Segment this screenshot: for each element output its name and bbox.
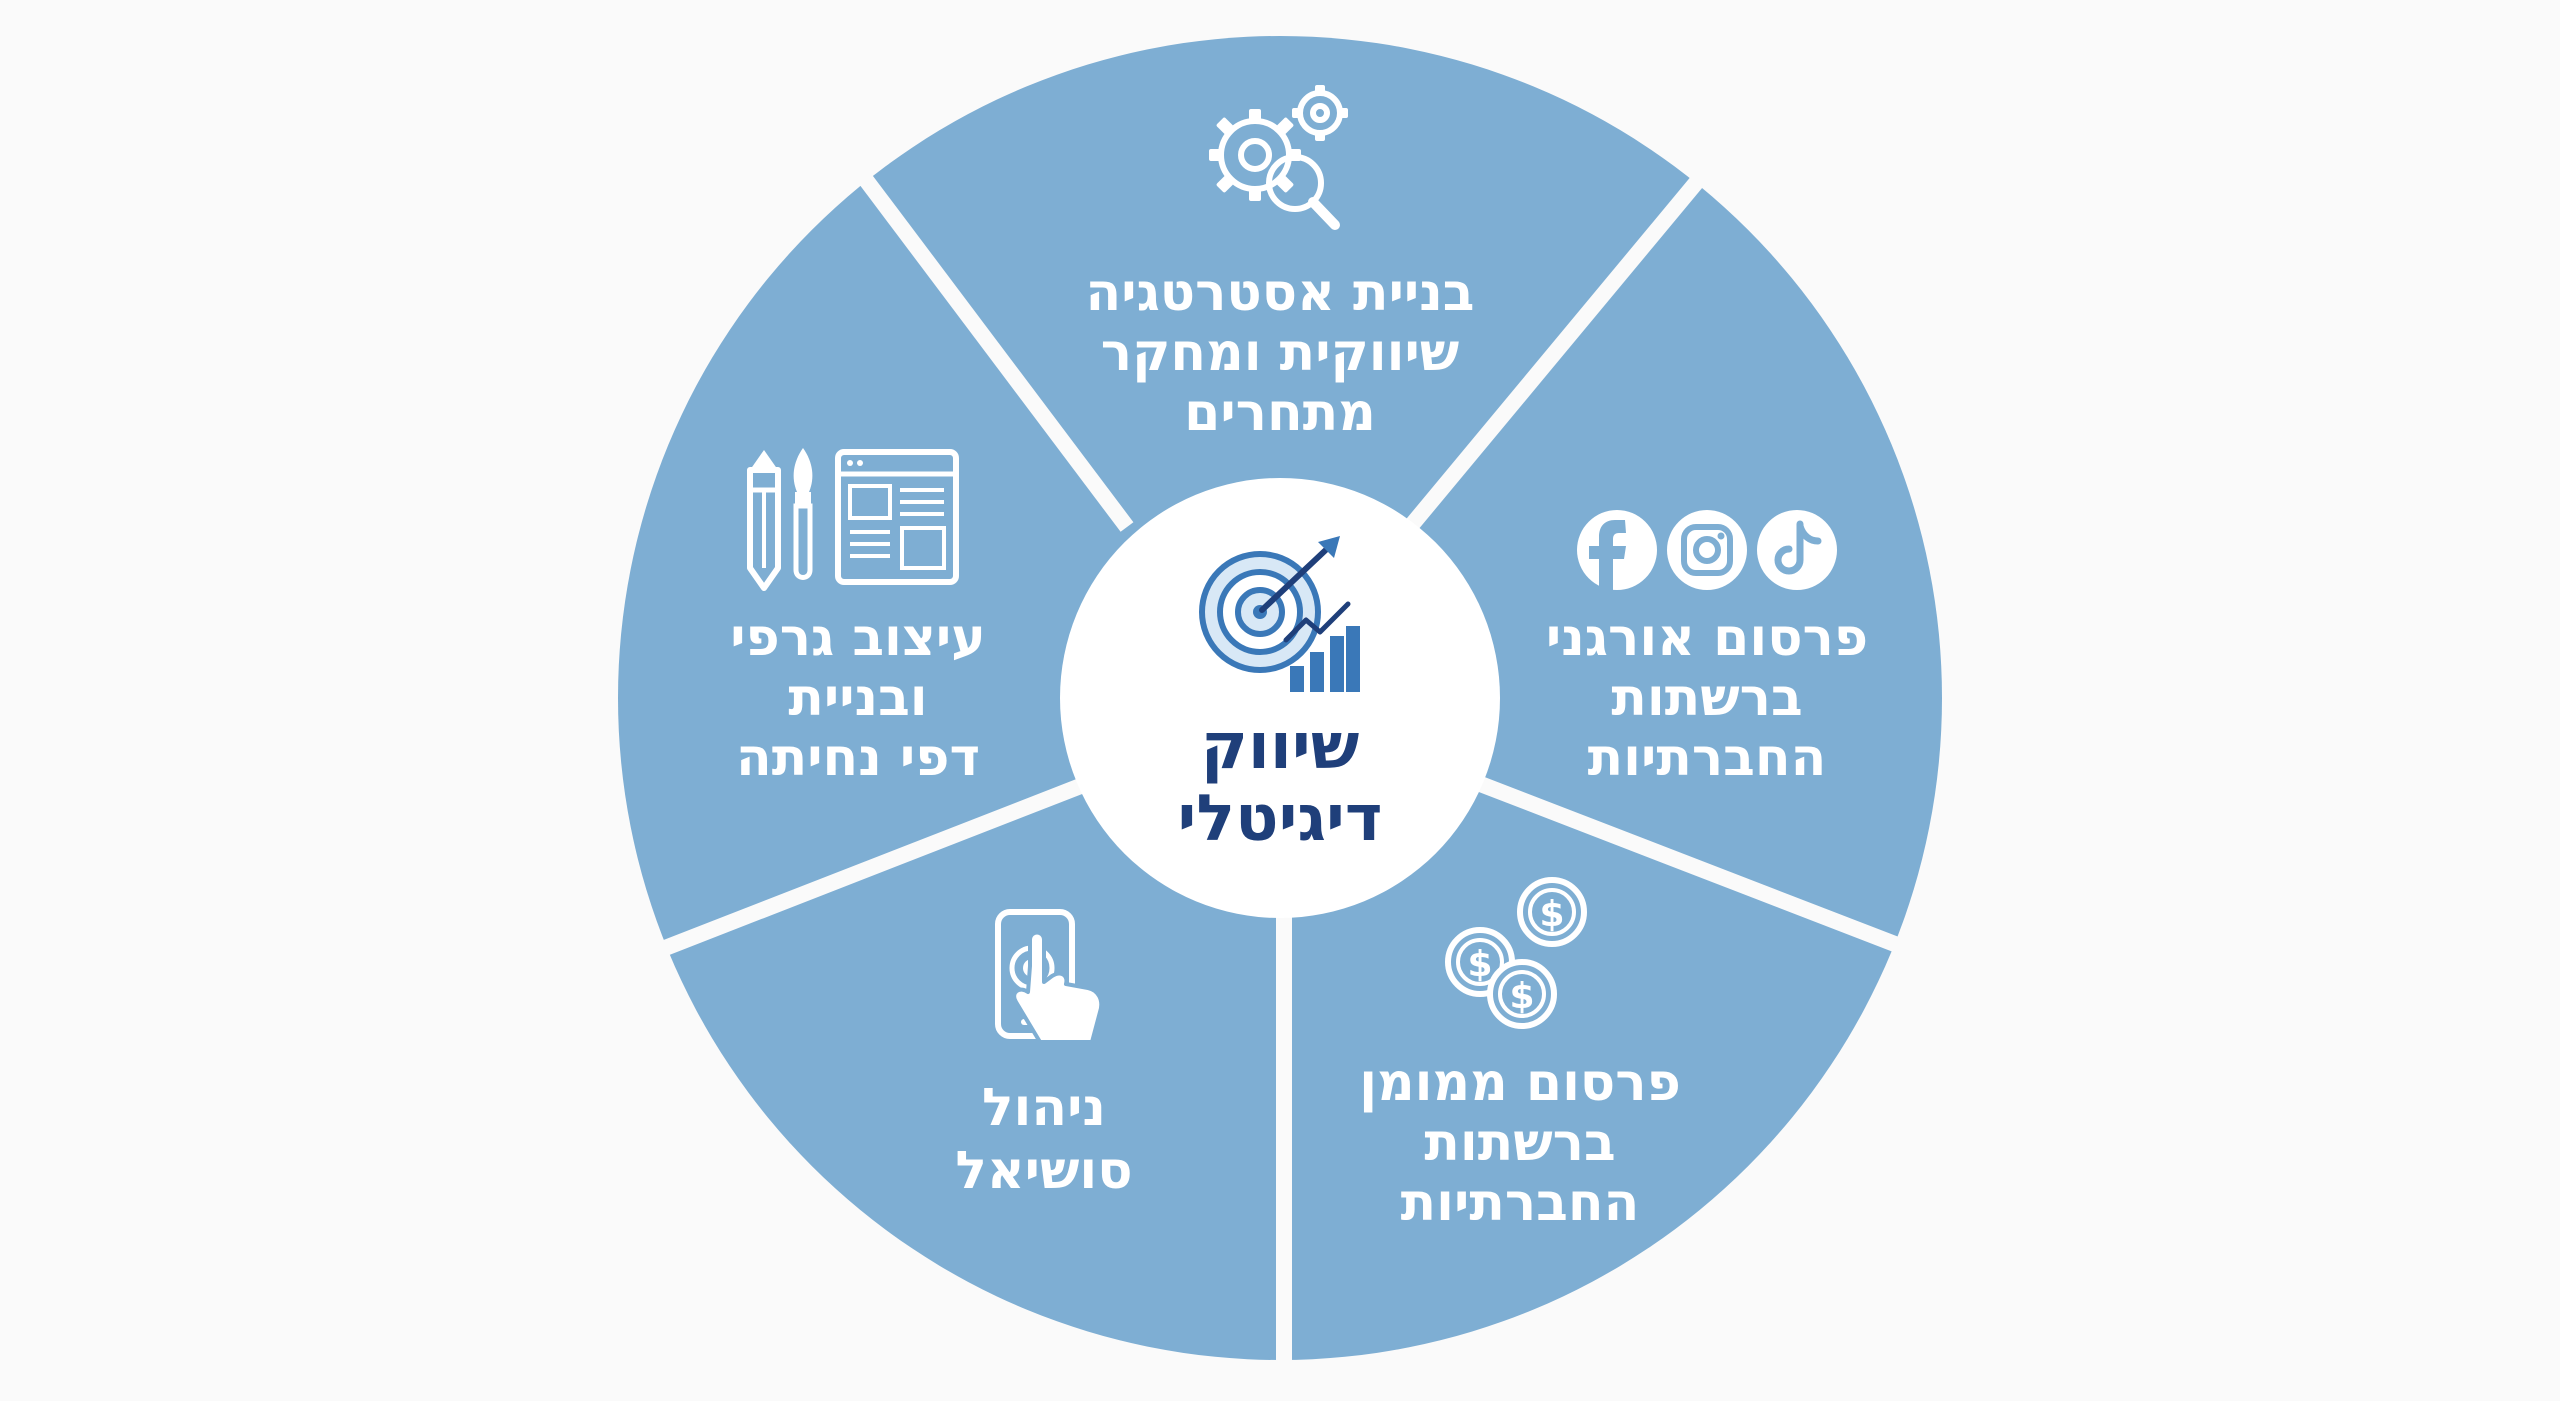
segment-organic-line2: ברשתות <box>1611 668 1802 728</box>
segment-social-line1: ניהול <box>982 1078 1106 1138</box>
segment-paid-line1: פרסום ממומן <box>1359 1053 1681 1113</box>
segment-social: ניהול סושיאל <box>955 909 1133 1201</box>
segment-organic-line1: פרסום אורגני <box>1546 608 1868 668</box>
segment-design-line3: דפי נחיתה <box>736 728 980 788</box>
separator-organic-paid <box>1467 772 1903 954</box>
coins-icon: $ $ $ <box>1445 877 1587 1029</box>
segment-paid: $ $ $ פרסום ממומן ברשתות החברתיות <box>1359 877 1681 1233</box>
segment-strategy-line2: שיווקית ומחקר <box>1101 323 1459 383</box>
segment-separators <box>657 172 1903 1372</box>
segment-paid-line2: ברשתות <box>1424 1113 1615 1173</box>
separator-social-design <box>657 772 1099 958</box>
facebook-icon <box>1577 510 1657 590</box>
coin-top: $ <box>1517 877 1587 947</box>
pencil-icon <box>747 450 781 591</box>
segment-social-line2: סושיאל <box>955 1141 1132 1201</box>
center-title-line1: שיווק <box>1201 710 1359 784</box>
segment-organic-line3: החברתיות <box>1588 728 1827 788</box>
svg-text:$: $ <box>1509 976 1534 1017</box>
svg-text:$: $ <box>1467 944 1492 985</box>
tiktok-icon <box>1757 510 1837 590</box>
design-tools-icon <box>747 448 959 591</box>
separator-strategy-organic <box>1403 172 1707 533</box>
segment-organic: פרסום אורגני ברשתות החברתיות <box>1546 510 1868 788</box>
webpage-layout-icon <box>835 449 959 585</box>
svg-text:$: $ <box>1539 894 1564 935</box>
segment-strategy: בניית אסטרטגיה שיווקית ומחקר מתחרים <box>1086 85 1475 443</box>
instagram-icon <box>1667 510 1747 590</box>
segment-strategy-line3: מתחרים <box>1184 383 1376 443</box>
smartphone-touch-icon <box>995 909 1104 1044</box>
segment-design: עיצוב גרפי ובניית דפי נחיתה <box>730 448 986 788</box>
social-networks-icon <box>1577 510 1837 590</box>
center-title-line2: דיגיטלי <box>1178 782 1383 856</box>
brush-icon <box>793 448 813 580</box>
segment-strategy-line1: בניית אסטרטגיה <box>1086 263 1475 323</box>
gears-search-icon <box>1209 85 1348 230</box>
segment-paid-line3: החברתיות <box>1401 1173 1640 1233</box>
coin-bottom: $ <box>1487 959 1557 1029</box>
separator-strategy-design <box>859 175 1134 532</box>
segment-design-line2: ובניית <box>788 668 927 728</box>
segment-design-line1: עיצוב גרפי <box>730 608 986 668</box>
center-hub <box>1060 478 1500 918</box>
target-growth-icon <box>1199 536 1360 692</box>
